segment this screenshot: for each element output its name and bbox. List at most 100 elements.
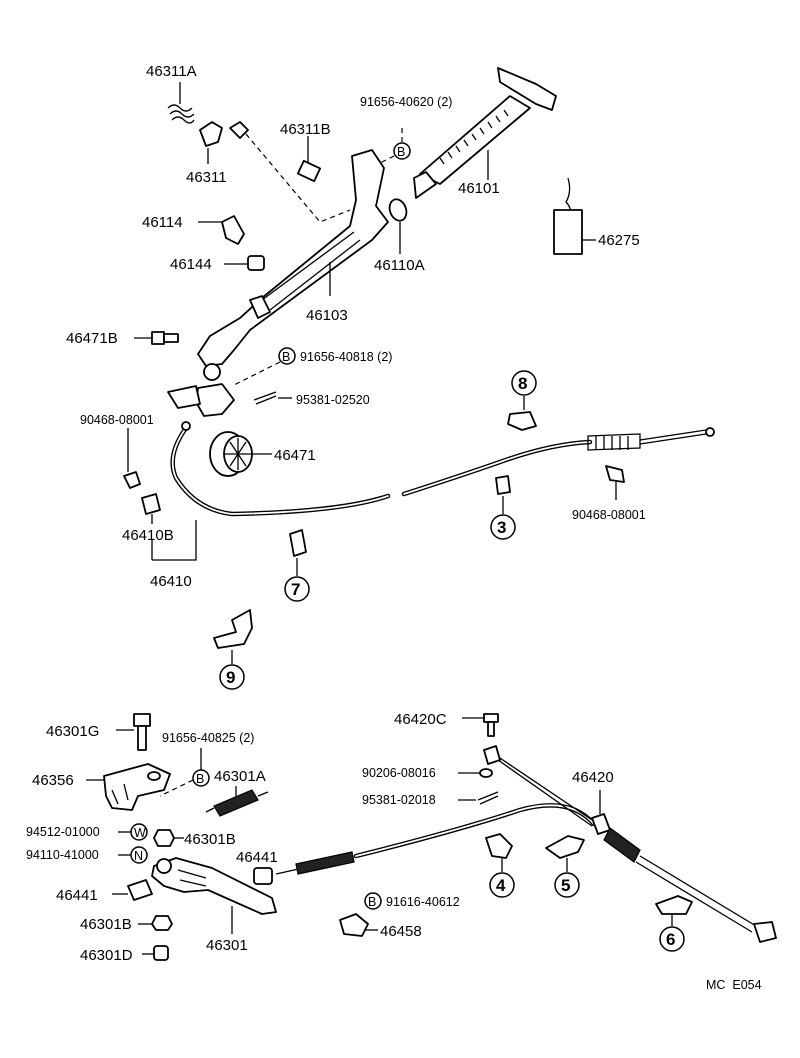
label-46103: 46103 bbox=[306, 307, 348, 324]
bracket-callout-9 bbox=[213, 609, 253, 649]
label-46114: 46114 bbox=[142, 214, 183, 231]
label-94110-41000: 94110-41000 bbox=[26, 848, 99, 862]
label-46471: 46471 bbox=[274, 447, 316, 464]
label-46311: 46311 bbox=[186, 169, 227, 186]
label-46311A: 46311A bbox=[146, 63, 197, 80]
label-46311B: 46311B bbox=[280, 121, 331, 138]
marker-b-top-text: B bbox=[397, 145, 405, 159]
bracket-46458 bbox=[339, 913, 369, 937]
callout-7 bbox=[284, 576, 310, 602]
cotter-pin-95381-02018 bbox=[477, 791, 499, 805]
callout-9 bbox=[219, 664, 245, 690]
marker-b-bottom bbox=[364, 892, 382, 910]
label-46301B-bottom: 46301B bbox=[80, 916, 132, 933]
label-91656-40825: 91656-40825 (2) bbox=[162, 731, 254, 745]
pulley-46471 bbox=[209, 431, 253, 477]
clip-callout-6 bbox=[655, 895, 693, 915]
lever-bracket-46103 bbox=[167, 149, 389, 417]
label-46301: 46301 bbox=[206, 937, 248, 954]
pawl-46311 bbox=[199, 121, 223, 147]
clip-callout-7 bbox=[289, 529, 307, 557]
clip-callout-5 bbox=[545, 835, 585, 859]
grommet-46410B bbox=[141, 493, 161, 515]
marker-n-text: N bbox=[134, 849, 143, 863]
callout-3 bbox=[490, 514, 516, 540]
bracket-46356 bbox=[103, 763, 171, 811]
label-91656-40620: 91656-40620 (2) bbox=[360, 95, 452, 109]
label-46441-mid: 46441 bbox=[236, 849, 278, 866]
callout-6 bbox=[659, 926, 685, 952]
bushing-46144 bbox=[247, 255, 265, 271]
label-46301D: 46301D bbox=[80, 947, 133, 964]
callout-5 bbox=[554, 872, 580, 898]
label-46410B: 46410B bbox=[122, 527, 174, 544]
clip-46114 bbox=[221, 215, 245, 245]
callout-4 bbox=[489, 872, 515, 898]
label-95381-02018: 95381-02018 bbox=[362, 793, 436, 807]
tag-46275 bbox=[553, 177, 583, 255]
cotter-pin-95381-02520 bbox=[253, 391, 277, 405]
label-46420C: 46420C bbox=[394, 711, 447, 728]
label-94512-01000: 94512-01000 bbox=[26, 825, 100, 839]
label-46101: 46101 bbox=[458, 180, 500, 197]
rear-cable-46420 bbox=[275, 745, 777, 943]
callout-8-text: 8 bbox=[518, 374, 527, 393]
bolt-46471B bbox=[151, 331, 179, 345]
dashed-guide-b-low bbox=[159, 779, 194, 797]
spring-46311A bbox=[167, 104, 195, 124]
nut-46301B-top bbox=[153, 829, 175, 847]
marker-b-mid bbox=[278, 347, 296, 365]
label-46301A: 46301A bbox=[214, 768, 266, 785]
label-46441-left: 46441 bbox=[56, 887, 98, 904]
sleeve-46441-mid bbox=[253, 867, 273, 885]
pawl-pin-part bbox=[229, 121, 249, 139]
label-46110A: 46110A bbox=[374, 257, 425, 274]
label-46275: 46275 bbox=[598, 232, 640, 249]
label-95381-02520: 95381-02520 bbox=[296, 393, 370, 407]
label-46458: 46458 bbox=[380, 923, 422, 940]
callout-9-text: 9 bbox=[226, 668, 235, 687]
marker-b-low-text: B bbox=[196, 772, 204, 786]
clip-callout-4 bbox=[485, 833, 513, 859]
callout-3-text: 3 bbox=[497, 518, 506, 537]
label-91616-40612: 91616-40612 bbox=[386, 895, 460, 909]
marker-b-mid-text: B bbox=[282, 350, 290, 364]
marker-b-top bbox=[393, 142, 411, 160]
sleeve-46441-left bbox=[127, 879, 153, 901]
footer-code: MC E054 bbox=[706, 978, 762, 992]
nut-46301B-bottom bbox=[151, 915, 173, 931]
label-46471B: 46471B bbox=[66, 330, 118, 347]
clip-callout-3 bbox=[495, 475, 511, 495]
leader-46410 bbox=[151, 520, 197, 561]
label-46356: 46356 bbox=[32, 772, 74, 789]
bushing-46110A bbox=[388, 198, 408, 222]
clip-callout-8 bbox=[507, 411, 537, 431]
callout-6-text: 6 bbox=[666, 930, 675, 949]
label-46301B-top: 46301B bbox=[184, 831, 236, 848]
washer-90206-08016 bbox=[479, 768, 493, 778]
cap-46301D bbox=[153, 945, 169, 961]
dashed-guide-pawl bbox=[245, 133, 351, 223]
callout-7-text: 7 bbox=[291, 580, 300, 599]
bolt-46301G bbox=[133, 713, 151, 751]
label-90206-08016: 90206-08016 bbox=[362, 766, 436, 780]
clip-90468-08001-left bbox=[123, 471, 141, 489]
label-90468-08001-right: 90468-08001 bbox=[572, 508, 646, 522]
front-cable-46410 bbox=[170, 421, 715, 517]
equalizer-46301 bbox=[151, 857, 277, 915]
label-46144: 46144 bbox=[170, 256, 212, 273]
label-91656-40818: 91656-40818 (2) bbox=[300, 350, 392, 364]
label-46301G: 46301G bbox=[46, 723, 99, 740]
marker-b-bottom-text: B bbox=[368, 895, 376, 909]
callout-5-text: 5 bbox=[561, 876, 570, 895]
callout-4-text: 4 bbox=[496, 876, 506, 895]
pin-46311B bbox=[296, 159, 322, 183]
label-46410: 46410 bbox=[150, 573, 192, 590]
clip-90468-08001-right bbox=[605, 465, 625, 483]
callout-8 bbox=[511, 370, 537, 396]
marker-w-text: W bbox=[134, 826, 146, 840]
lever-handle-46101 bbox=[413, 67, 557, 199]
bolt-46420C bbox=[483, 713, 499, 737]
spring-46301A bbox=[205, 789, 269, 817]
